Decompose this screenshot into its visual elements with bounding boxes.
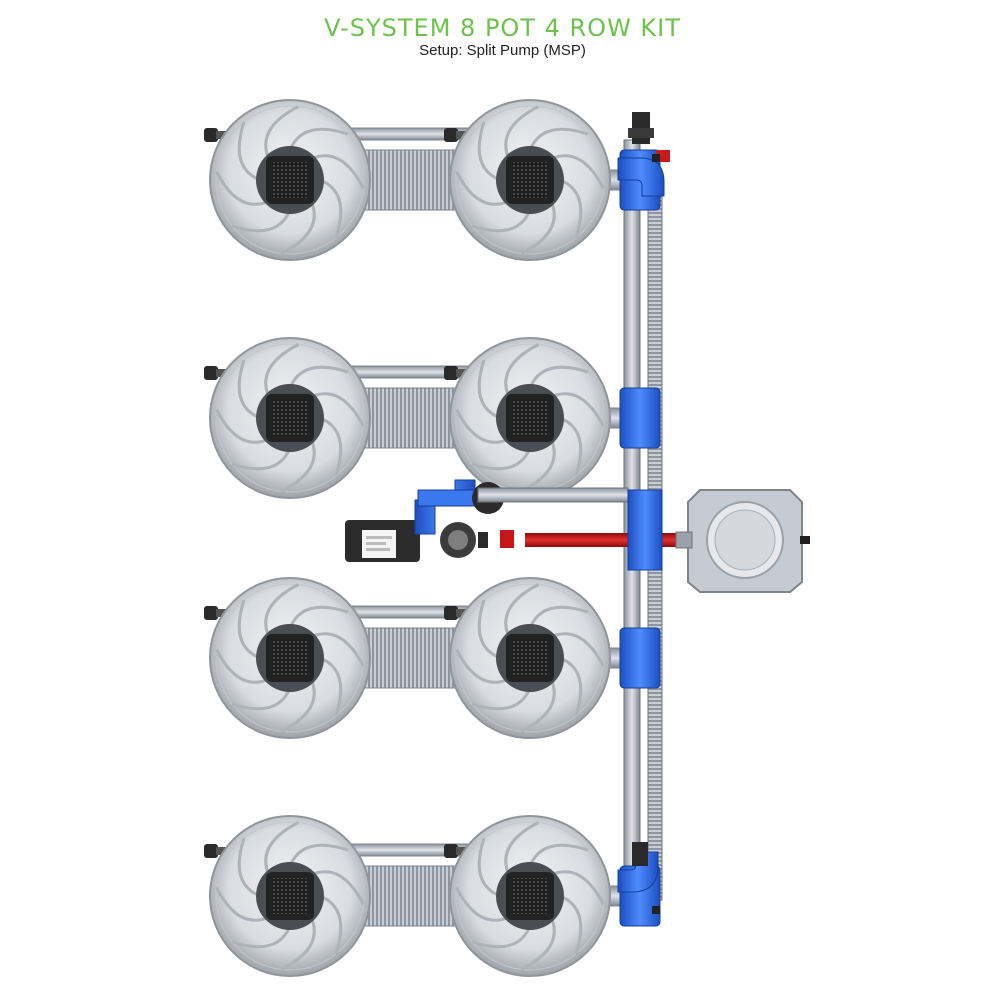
pot-2 (449, 99, 611, 261)
pot-row-2 (204, 337, 661, 499)
diagram-title: V-SYSTEM 8 POT 4 ROW KIT (324, 14, 681, 42)
pot-5 (209, 577, 371, 739)
pot-row-3 (204, 577, 661, 739)
pot-6 (449, 577, 611, 739)
split-pump-assembly (345, 479, 685, 571)
pot-4 (449, 337, 611, 499)
pot-row-4 (204, 815, 661, 977)
pot-3 (209, 337, 371, 499)
reservoir-tank (675, 489, 810, 593)
pot-7 (209, 815, 371, 977)
bottom-elbow-fitting (617, 842, 660, 914)
pot-8 (449, 815, 611, 977)
pot-row-1 (204, 99, 661, 261)
diagram-subtitle: Setup: Split Pump (MSP) (419, 42, 586, 59)
top-elbow-fitting (617, 112, 670, 197)
pot-1 (209, 99, 371, 261)
